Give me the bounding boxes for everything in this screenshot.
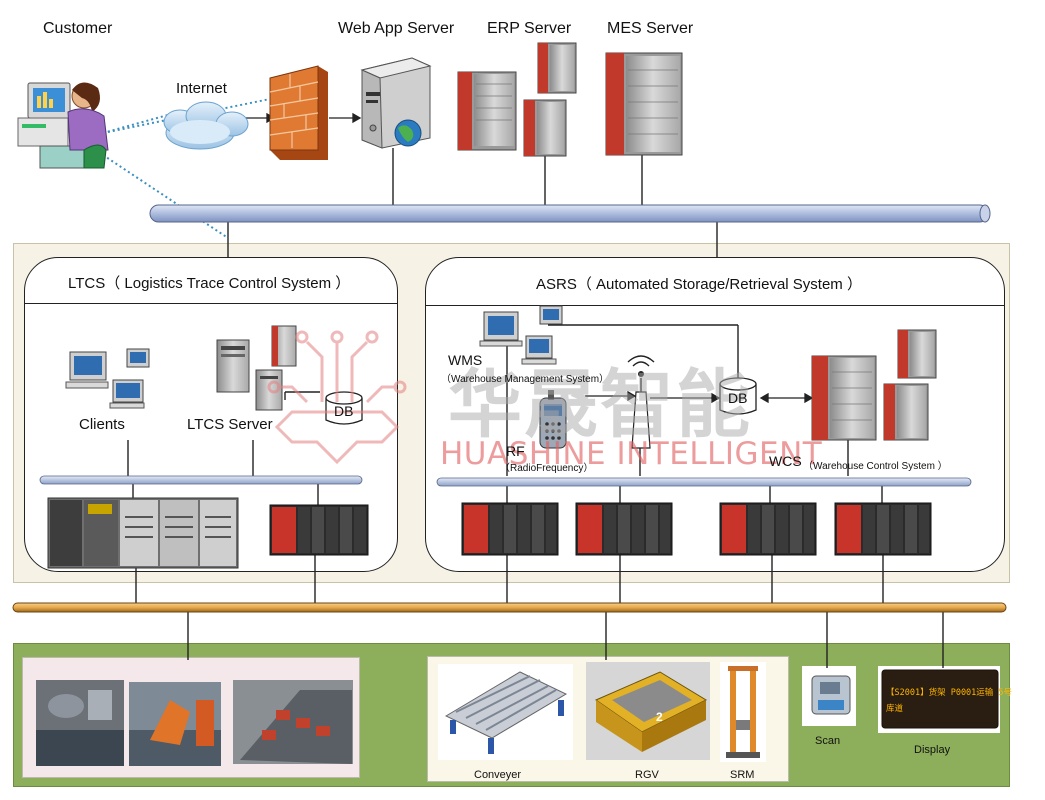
customer-label: Customer — [43, 20, 113, 37]
ltcs-plc-rack-icon — [47, 497, 239, 569]
web-app-server-label: Web App Server — [338, 20, 455, 37]
ltcs-lan-bus — [39, 475, 363, 485]
rgv-label: RGV — [635, 769, 659, 781]
conveyer-photo — [438, 664, 573, 760]
rf-label: RF — [506, 443, 525, 459]
srm-label: SRM — [730, 769, 755, 781]
internet-cloud-icon — [163, 101, 249, 150]
production-line-photo-1 — [36, 680, 124, 766]
wireless-access-point-icon — [627, 355, 655, 449]
plc-unit-icon — [834, 502, 932, 556]
rf-handheld-icon — [539, 390, 567, 449]
display-label: Display — [914, 744, 951, 756]
web-app-server-icon — [360, 57, 432, 149]
production-line-photo-3 — [233, 680, 353, 764]
watermark-chinese: 华晟智能 — [448, 362, 752, 448]
asrs-panel-title: ASRS（ Automated Storage/Retrieval System… — [536, 276, 862, 293]
plc-unit-icon — [719, 502, 817, 556]
watermark-english: HUASHINE INTELLIGENT — [440, 436, 823, 472]
field-bus — [12, 602, 1007, 613]
asrs-db-icon — [719, 377, 757, 415]
ltcs-panel-title: LTCS（ Logistics Trace Control System ） — [68, 275, 351, 292]
plc-unit-icon — [461, 502, 559, 556]
enterprise-network-bus — [149, 204, 989, 223]
wcs-server-icon — [811, 329, 937, 441]
wms-workstation-icon — [479, 305, 563, 365]
plc-unit-icon — [269, 504, 369, 556]
asrs-db-label: DB — [728, 390, 748, 406]
clients-label: Clients — [79, 416, 125, 433]
ltcs-panel-divider — [24, 303, 398, 304]
network-connectors — [127, 148, 944, 668]
ltcs-server-label: LTCS Server — [187, 416, 273, 433]
plc-unit-icon — [575, 502, 673, 556]
wms-full-label: （Warehouse Management System） — [441, 374, 610, 385]
wcs-label: WCS — [769, 453, 802, 469]
wms-label: WMS — [448, 352, 483, 368]
customer-icon — [17, 82, 109, 169]
led-display-text-line1: 【S2001】货架 P0001运输 5号 — [886, 688, 1013, 698]
conveyer-label: Conveyer — [474, 769, 522, 781]
scan-label: Scan — [815, 735, 841, 747]
production-line-photo-2 — [129, 682, 221, 766]
asrs-panel-divider — [425, 305, 1005, 306]
ltcs-db-label: DB — [334, 403, 354, 419]
srm-photo — [720, 662, 766, 762]
led-display-text-line2: 库道 — [886, 704, 904, 714]
rf-full-label: （RadioFrequency） — [500, 463, 594, 474]
erp-server-icon — [457, 42, 577, 157]
rgv-badge: 2 — [656, 710, 663, 724]
mes-server-icon — [605, 52, 683, 156]
barcode-scanner-icon — [811, 675, 851, 715]
mes-server-label: MES Server — [607, 20, 694, 37]
client-computer-icon — [65, 348, 150, 409]
internet-label: Internet — [176, 80, 227, 97]
asrs-lan-bus — [436, 477, 972, 487]
wcs-full-label: （Warehouse Control System ） — [803, 461, 948, 472]
flow-arrows — [245, 112, 814, 404]
rgv-photo — [586, 662, 710, 760]
watermark-logo — [267, 330, 407, 465]
firewall-icon — [269, 65, 328, 160]
led-display-icon — [881, 669, 999, 729]
erp-server-label: ERP Server — [487, 20, 572, 37]
